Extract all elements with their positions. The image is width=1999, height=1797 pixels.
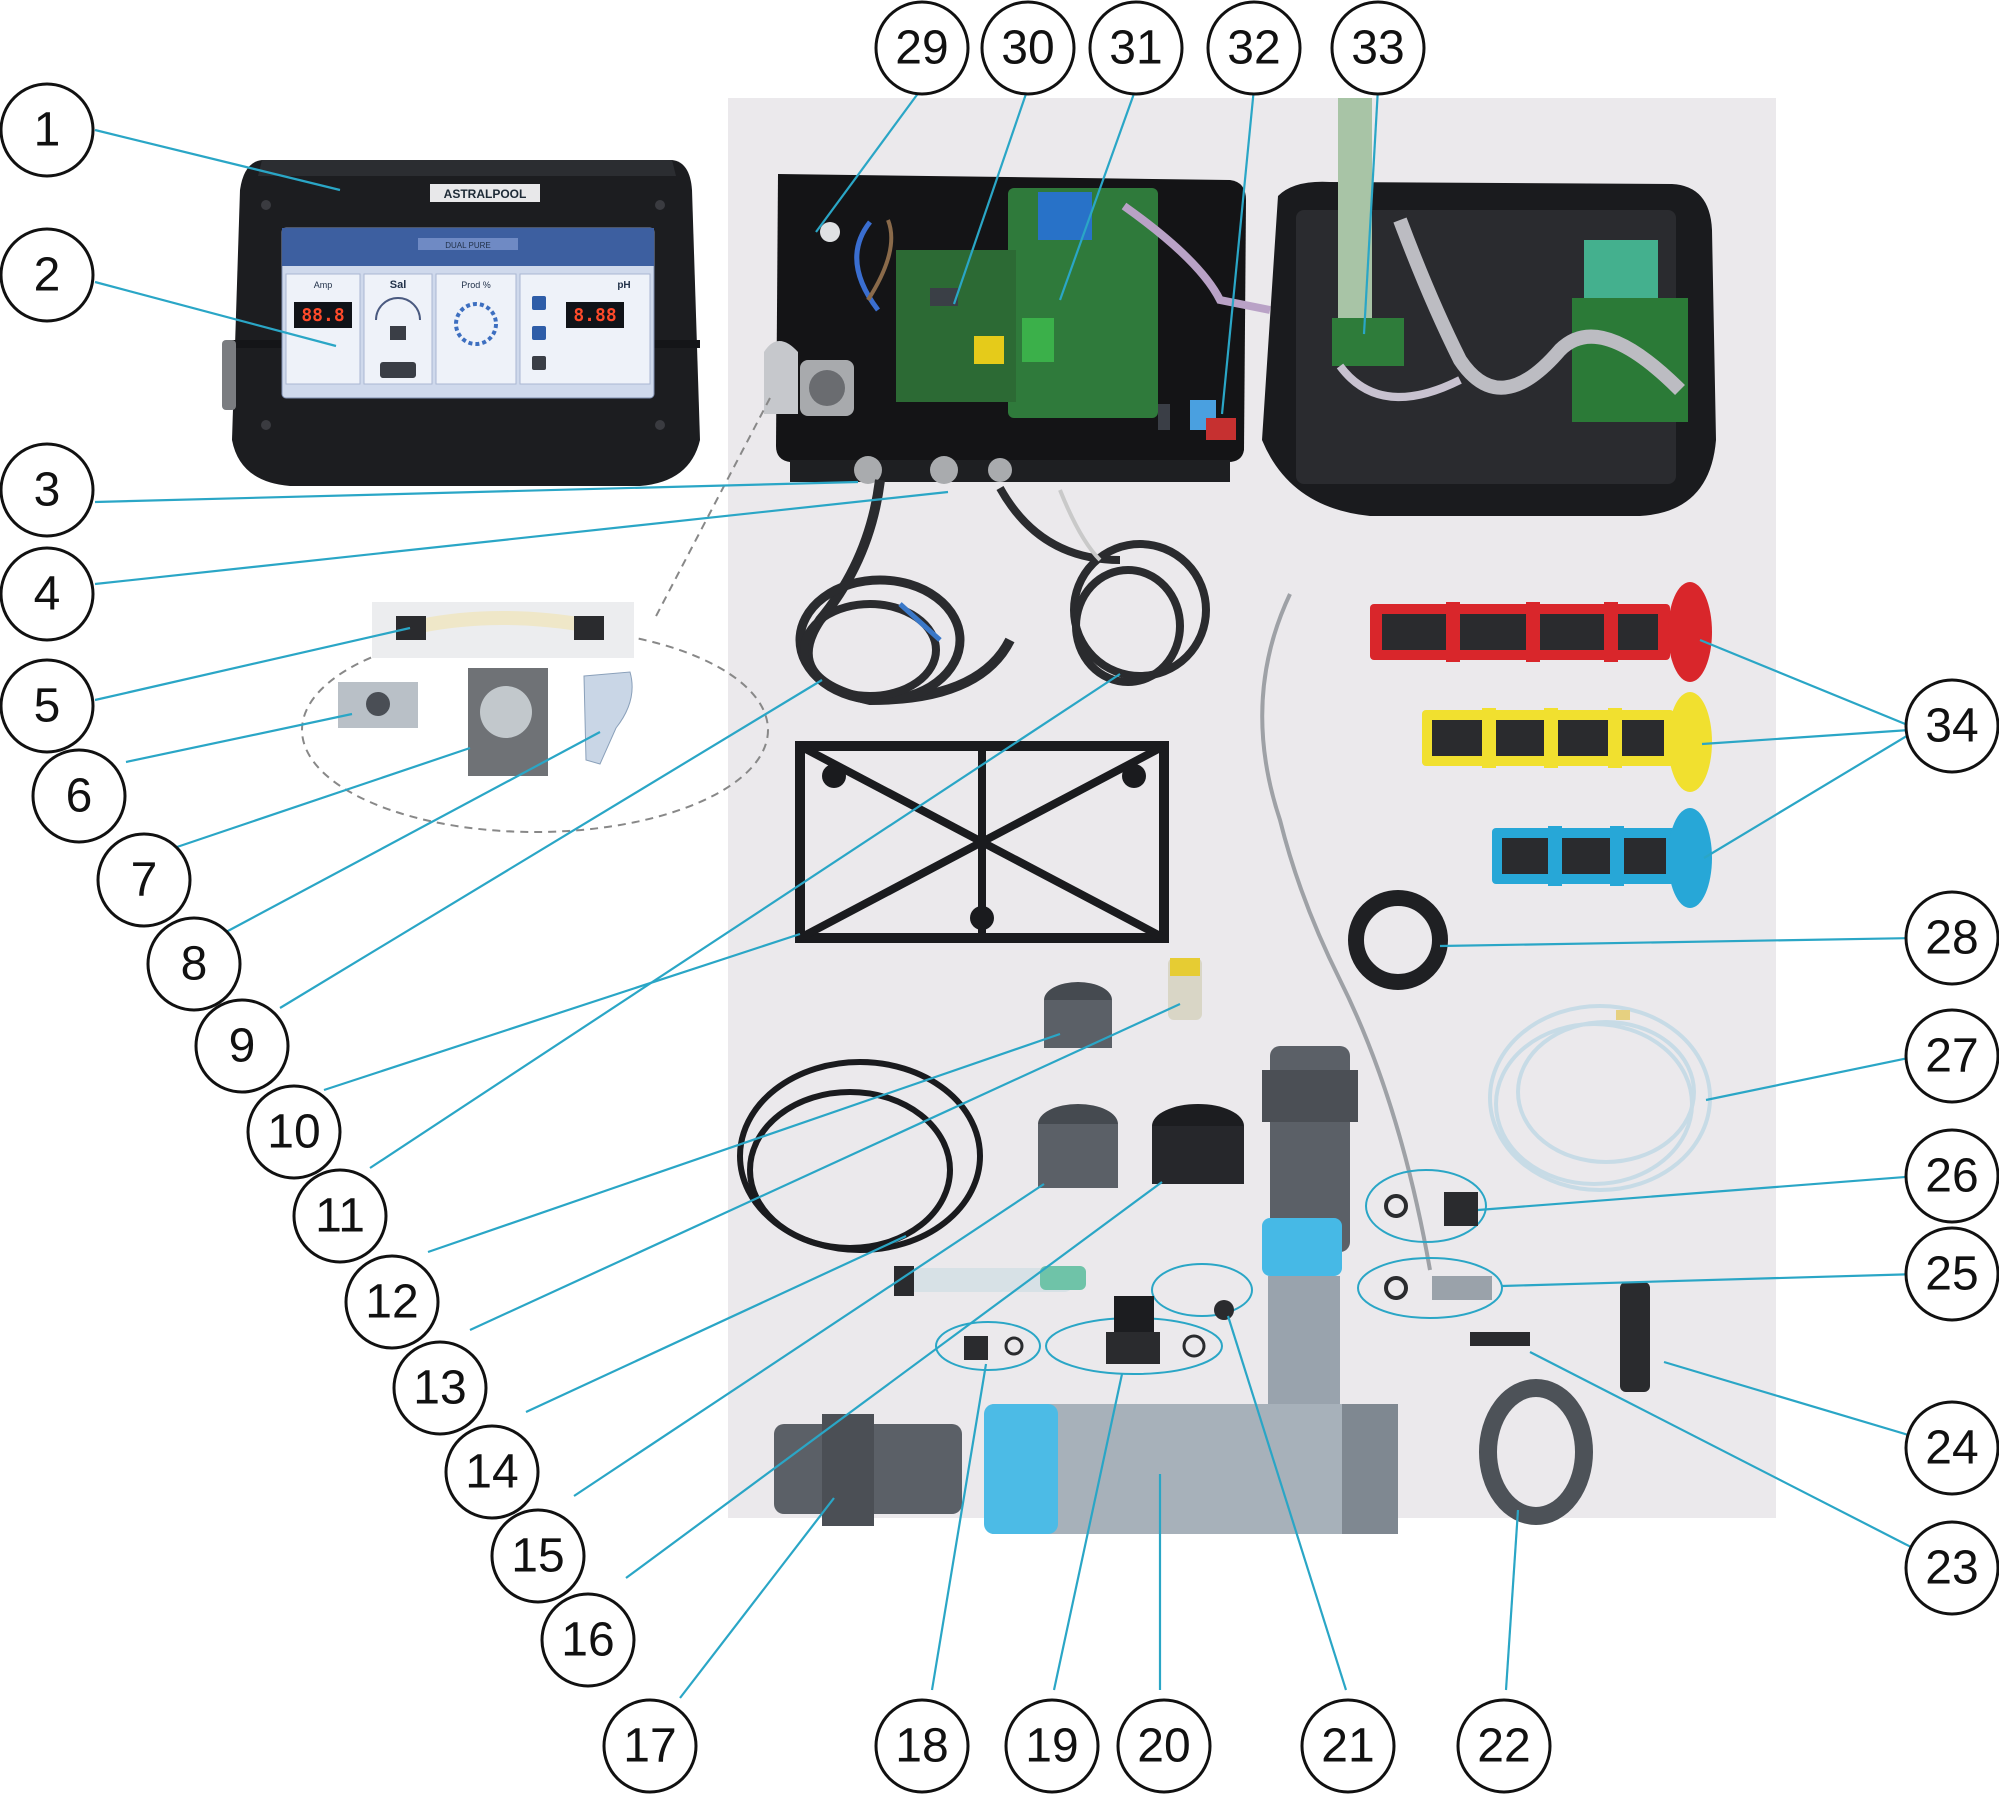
callout-label: 7: [131, 854, 158, 907]
callout-8: 8: [146, 916, 242, 1012]
callout-7: 7: [96, 832, 192, 928]
callout-30: 30: [980, 0, 1076, 96]
amp-display: 88.8: [301, 305, 344, 326]
callout-label: 21: [1321, 1720, 1374, 1773]
controller-unit-icon: DUAL PURE Amp Sal Prod % pH 88.8 8.88 AS…: [222, 160, 700, 486]
callout-31: 31: [1088, 0, 1184, 96]
callout-22: 22: [1456, 1698, 1552, 1794]
callout-label: 3: [34, 464, 61, 517]
callout-label: 20: [1137, 1720, 1190, 1773]
callout-23: 23: [1904, 1520, 1999, 1616]
callout-label: 18: [895, 1720, 948, 1773]
main-board-icon: [1572, 298, 1688, 422]
callout-34: 34: [1904, 678, 1999, 774]
callout-26: 26: [1904, 1128, 1999, 1224]
brand-badge: [430, 184, 540, 202]
callout-2: 2: [0, 227, 95, 323]
callout-label: 5: [34, 680, 61, 733]
callout-28: 28: [1904, 890, 1999, 986]
callout-label: 28: [1925, 912, 1978, 965]
leader-lines: [94, 87, 1953, 1699]
callout-21: 21: [1300, 1698, 1396, 1794]
callout-label: 14: [465, 1446, 518, 1499]
callout-label: 27: [1925, 1030, 1978, 1083]
callout-label: 4: [34, 568, 61, 621]
pvc-union-icon: [774, 982, 1358, 1526]
peristaltic-pump-icon: [301, 602, 769, 833]
callout-3: 3: [0, 442, 95, 538]
callout-10: 10: [246, 1084, 342, 1180]
callout-17: 17: [602, 1698, 698, 1794]
callout-label: 12: [365, 1276, 418, 1329]
callout-label: 11: [315, 1190, 365, 1243]
ph-display: 8.88: [573, 305, 616, 326]
callout-14: 14: [444, 1424, 540, 1520]
electrode-cell-icon: [1370, 582, 1712, 908]
callout-24: 24: [1904, 1400, 1999, 1496]
callout-label: 24: [1925, 1422, 1978, 1475]
cable-coil-icon: [795, 479, 1432, 1271]
prod-label: Prod %: [461, 280, 491, 290]
callout-4: 4: [0, 546, 95, 642]
electrode-cell-body-icon: [984, 1218, 1650, 1534]
callout-label: 33: [1351, 22, 1404, 75]
callout-label: 29: [895, 22, 948, 75]
callout-29: 29: [874, 0, 970, 96]
callout-19: 19: [1004, 1698, 1100, 1794]
callout-label: 19: [1025, 1720, 1078, 1773]
front-lid-icon: [1262, 98, 1716, 516]
callout-label: 16: [561, 1614, 614, 1667]
brand-label: ASTRALPOOL: [444, 187, 527, 201]
controller-model-label: DUAL PURE: [445, 241, 491, 250]
mounting-bracket-icon: [795, 741, 1169, 943]
callout-label: 26: [1925, 1150, 1978, 1203]
callout-label: 2: [34, 249, 61, 302]
callout-label: 32: [1227, 22, 1280, 75]
callout-label: 15: [511, 1530, 564, 1583]
callout-18: 18: [874, 1698, 970, 1794]
open-control-box-icon: [764, 174, 1271, 484]
display-board-icon: [1332, 318, 1404, 366]
callout-15: 15: [490, 1508, 586, 1604]
callout-label: 31: [1109, 22, 1162, 75]
o-ring-icon: [1348, 890, 1448, 990]
callout-label: 10: [267, 1106, 320, 1159]
ph-label: pH: [617, 280, 630, 291]
callout-label: 13: [413, 1362, 466, 1415]
callout-16: 16: [540, 1592, 636, 1688]
callout-25: 25: [1904, 1226, 1999, 1322]
sal-label: Sal: [390, 279, 407, 291]
callout-label: 8: [181, 938, 208, 991]
callout-9: 9: [194, 998, 290, 1094]
callout-label: 6: [66, 770, 93, 823]
callout-6: 6: [31, 748, 127, 844]
ph-probe-icon: [737, 958, 1202, 1296]
callout-label: 34: [1925, 700, 1978, 753]
callout-12: 12: [344, 1254, 440, 1350]
callout-27: 27: [1904, 1008, 1999, 1104]
callout-20: 20: [1116, 1698, 1212, 1794]
callout-32: 32: [1206, 0, 1302, 96]
o-ring-groups: [935, 1169, 1503, 1375]
callout-label: 22: [1477, 1720, 1530, 1773]
callout-11: 11: [292, 1168, 388, 1264]
callout-label: 23: [1925, 1542, 1978, 1595]
pcb-board-icon-2: [896, 250, 1016, 402]
amp-label: Amp: [314, 280, 333, 290]
callout-label: 30: [1001, 22, 1054, 75]
callout-5: 5: [0, 658, 95, 754]
callout-label: 1: [34, 104, 61, 157]
callout-1: 1: [0, 82, 95, 178]
callout-13: 13: [392, 1340, 488, 1436]
callout-label: 25: [1925, 1248, 1978, 1301]
tubing-coil-icon: [1488, 1004, 1712, 1192]
callout-label: 9: [229, 1020, 256, 1073]
callout-33: 33: [1330, 0, 1426, 96]
callout-label: 17: [623, 1720, 676, 1773]
